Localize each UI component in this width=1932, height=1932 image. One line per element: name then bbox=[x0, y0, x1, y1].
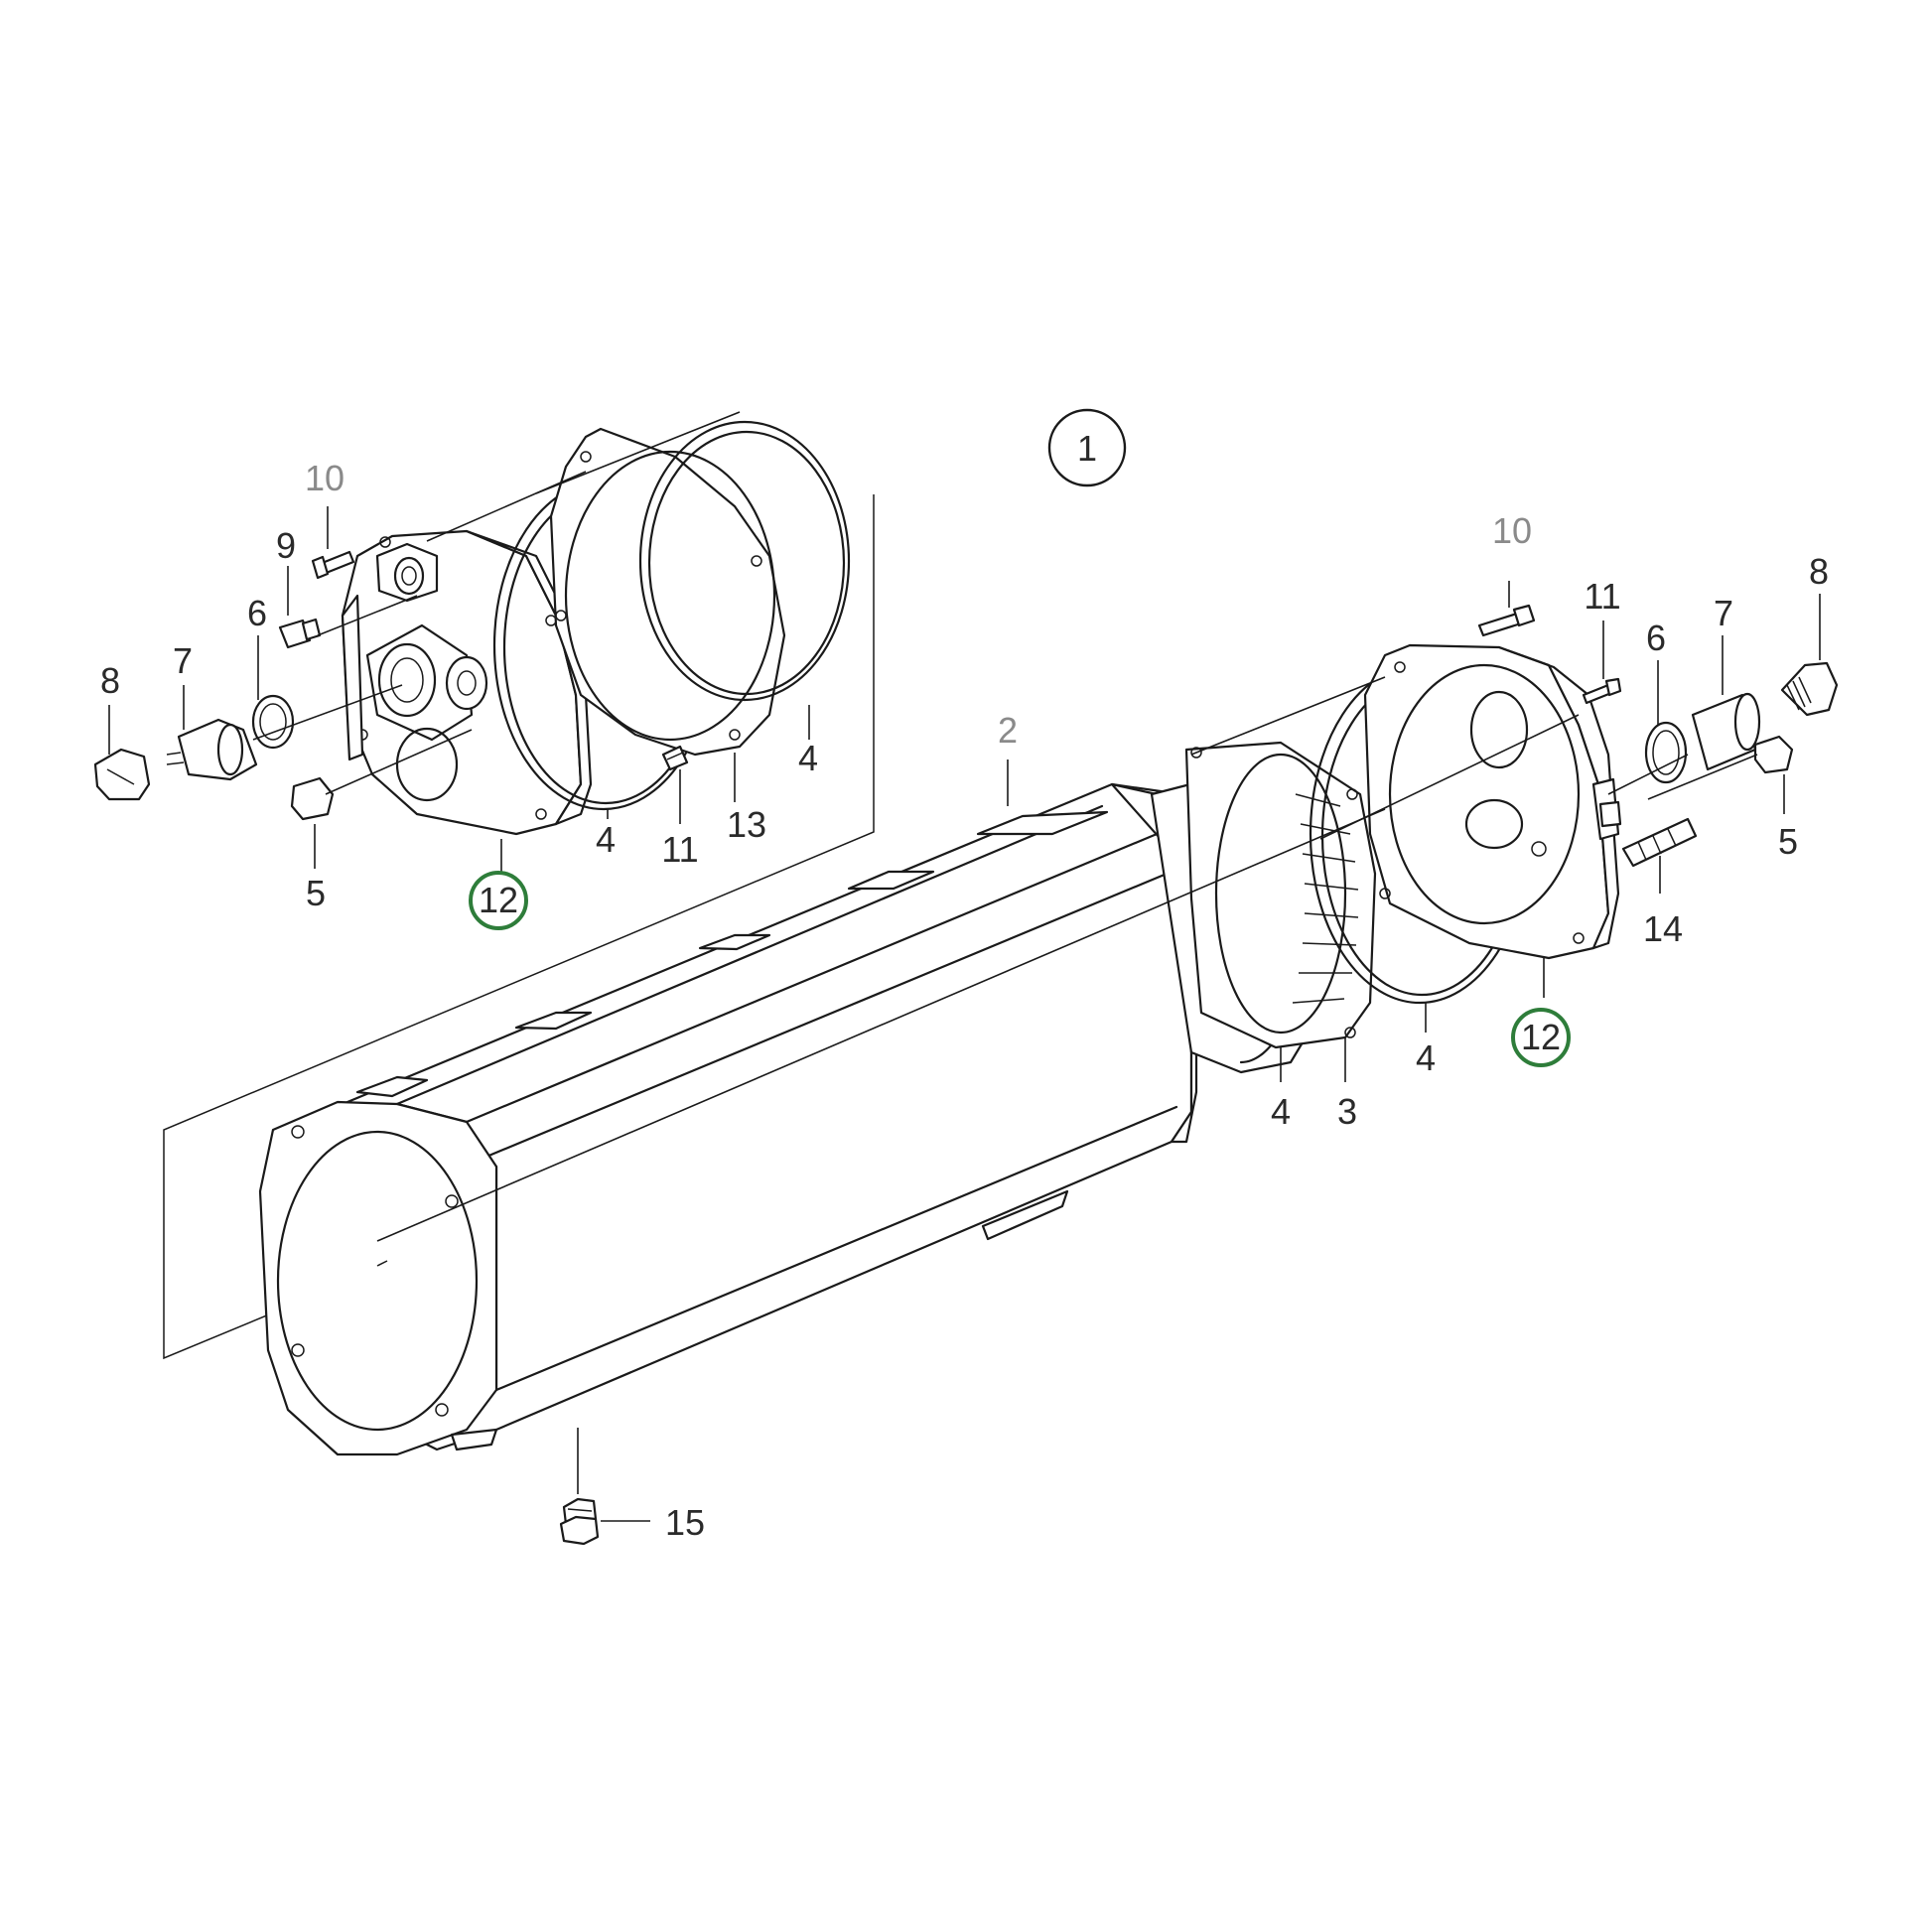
right-washer-6 bbox=[1644, 721, 1688, 784]
left-plug-9 bbox=[278, 618, 322, 649]
end-plate-fins bbox=[1292, 793, 1359, 1004]
assembly-label: 1 bbox=[1077, 428, 1097, 469]
callout-center-2: 2 bbox=[998, 710, 1018, 751]
right-plug-5 bbox=[1753, 735, 1794, 774]
callout-right-3: 3 bbox=[1337, 1091, 1357, 1132]
callout-right-4b: 4 bbox=[1271, 1091, 1291, 1132]
right-screw-11 bbox=[1582, 677, 1622, 705]
callout-left-8: 8 bbox=[100, 660, 120, 701]
callout-right-11: 11 bbox=[1584, 576, 1620, 617]
callout-left-9: 9 bbox=[276, 525, 296, 566]
left-cartridge-7 bbox=[166, 718, 258, 781]
callout-left-7: 7 bbox=[173, 640, 193, 681]
right-plug-8 bbox=[1780, 661, 1839, 717]
left-washer-6 bbox=[251, 694, 295, 750]
drain-plug-15 bbox=[559, 1497, 600, 1546]
callout-left-5: 5 bbox=[306, 873, 326, 913]
main-housing bbox=[258, 782, 1198, 1456]
callout-left-11: 11 bbox=[661, 829, 698, 870]
callout-left-12: 12 bbox=[479, 880, 518, 920]
left-plug-5 bbox=[290, 776, 335, 821]
callout-right-7: 7 bbox=[1714, 593, 1733, 633]
callout-leaders bbox=[108, 506, 1821, 1522]
callout-left-4a: 4 bbox=[596, 819, 616, 860]
left-screw-11 bbox=[661, 745, 689, 771]
left-o-ring-rear bbox=[638, 420, 851, 702]
highlight-ring-right-12 bbox=[1511, 1008, 1571, 1067]
callout-right-4a: 4 bbox=[1416, 1037, 1436, 1078]
right-bolt-10 bbox=[1477, 604, 1536, 637]
callout-right-12: 12 bbox=[1521, 1017, 1561, 1057]
assembly-marker: 1 bbox=[1047, 408, 1127, 487]
right-cartridge-7 bbox=[1691, 692, 1761, 771]
right-end-plate bbox=[1184, 741, 1377, 1049]
callout-left-6: 6 bbox=[247, 593, 267, 633]
assembly-boundary-frame bbox=[163, 494, 875, 1360]
callout-right-6: 6 bbox=[1646, 618, 1666, 658]
highlight-ring-left-12 bbox=[469, 871, 528, 930]
callout-bottom-15: 15 bbox=[665, 1502, 705, 1543]
callout-right-5: 5 bbox=[1778, 821, 1798, 862]
callout-numbers: 10 9 8 7 6 5 12 4 11 13 4 2 10 11 6 7 8 … bbox=[100, 458, 1829, 1543]
left-plug-8 bbox=[93, 748, 151, 801]
callout-right-8: 8 bbox=[1809, 551, 1829, 592]
callout-right-10: 10 bbox=[1492, 510, 1532, 551]
callout-left-13: 13 bbox=[727, 804, 766, 845]
assembly-axis-lines bbox=[252, 411, 1758, 1242]
left-gasket-13 bbox=[549, 427, 786, 757]
right-nipple-14 bbox=[1621, 817, 1698, 868]
left-bolt-10 bbox=[311, 550, 355, 580]
callout-left-10: 10 bbox=[305, 458, 345, 498]
callout-right-14: 14 bbox=[1643, 908, 1683, 949]
callout-left-4b: 4 bbox=[798, 738, 818, 778]
right-cover bbox=[1363, 643, 1622, 960]
